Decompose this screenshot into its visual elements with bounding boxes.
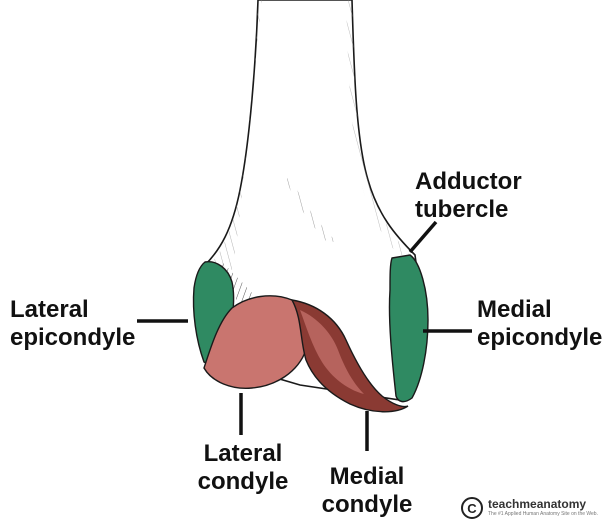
label-lateral-condyle: Lateral condyle: [188, 440, 298, 496]
brand-watermark: C teachmeanatomy The #1 Applied Human An…: [461, 497, 598, 519]
label-lateral-epicondyle-line2: epicondyle: [10, 324, 136, 351]
label-adductor-tubercle-line1: Adductor: [415, 168, 522, 195]
shaft-shading-left: [212, 0, 262, 270]
medial-condyle-highlight: [300, 310, 364, 394]
label-lateral-condyle-line2: condyle: [197, 468, 289, 495]
label-lateral-condyle-line1: Lateral: [203, 440, 283, 467]
label-medial-condyle-line1: Medial: [329, 463, 405, 490]
medial-epicondyle-region: [388, 254, 429, 403]
label-lateral-epicondyle-line1: Lateral: [10, 296, 89, 323]
label-adductor-tubercle: Adductor tubercle: [415, 168, 522, 224]
label-lateral-epicondyle: Lateral epicondyle: [10, 296, 135, 352]
copyright-logo-icon: C: [461, 497, 483, 519]
brand-name: teachmeanatomy: [488, 497, 587, 511]
leader-adductor-tubercle: [408, 220, 438, 254]
label-adductor-tubercle-line2: tubercle: [415, 196, 509, 223]
label-medial-epicondyle-line2: epicondyle: [477, 324, 603, 351]
shaft-shading-right: [346, 0, 410, 255]
label-medial-condyle: Medial condyle: [312, 463, 422, 519]
lateral-condyle-region: [203, 295, 310, 389]
popliteal-shading: [286, 175, 335, 245]
brand-tagline: The #1 Applied Human Anatomy Site on the…: [488, 511, 598, 517]
label-medial-epicondyle: Medial epicondyle: [477, 296, 602, 352]
label-medial-condyle-line2: condyle: [321, 491, 413, 518]
brand-text: teachmeanatomy The #1 Applied Human Anat…: [488, 498, 598, 518]
label-medial-epicondyle-line1: Medial: [477, 296, 552, 323]
